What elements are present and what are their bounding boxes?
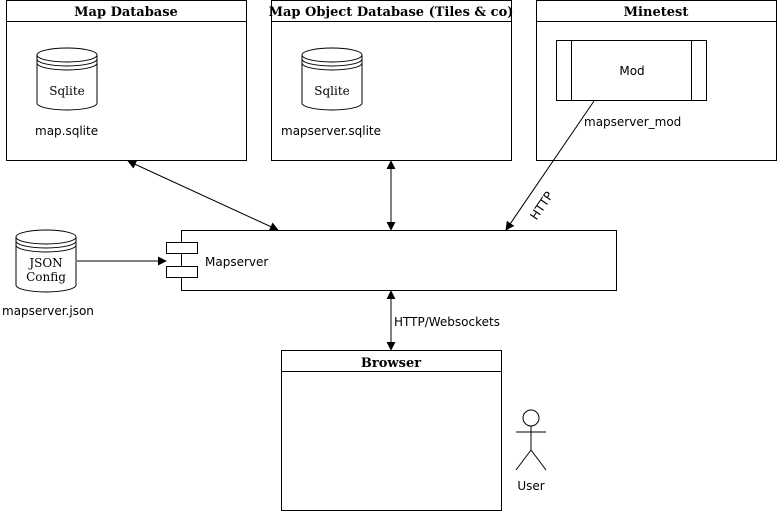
map-object-database-cylinder-icon [301,47,363,111]
mapserver-component-tab-bottom [166,266,198,278]
browser-frame [281,350,502,511]
mapserver-component: Mapserver [166,230,617,291]
mod-to-mapserver-arrow [505,100,595,231]
map-object-database-file-label: mapserver.sqlite [281,124,381,138]
browser-title: Browser [361,356,421,371]
map-database-cylinder-icon [36,47,98,111]
minetest-title: Minetest [624,5,689,20]
json-config-file-label: mapserver.json [2,304,94,318]
map-database-file-label: map.sqlite [35,124,98,138]
user-label: User [517,479,544,493]
map-database-title: Map Database [74,5,178,20]
map-object-database-package: Map Object Database (Tiles & co) Sqlite … [269,0,514,161]
http-connection-label: HTTP [527,189,556,222]
user-actor-icon [515,409,547,471]
http-websockets-label: HTTP/Websockets [394,315,500,329]
map-database-package: Map Database Sqlite map.sqlite [6,0,247,161]
json-config-storage: JSON Config mapserver.json [2,229,94,318]
map-database-to-mapserver-arrow [127,160,279,231]
mod-label: Mod [619,64,644,78]
json-config-line2: Config [26,270,66,284]
mod-process-box [556,40,707,101]
mod-name-label: mapserver_mod [584,115,681,129]
minetest-package: Minetest Mod mapserver_mod [536,0,777,161]
mapserver-label: Mapserver [205,255,268,269]
mapserver-component-tab-top [166,242,198,254]
browser-package: Browser [281,350,502,511]
json-config-line1: JSON [27,256,62,270]
map-object-database-title: Map Object Database (Tiles & co) [269,5,514,20]
json-config-cylinder-icon [15,229,77,293]
map-database-db-label: Sqlite [49,84,85,98]
map-object-database-db-label: Sqlite [314,84,350,98]
mapserver-frame [181,230,617,291]
